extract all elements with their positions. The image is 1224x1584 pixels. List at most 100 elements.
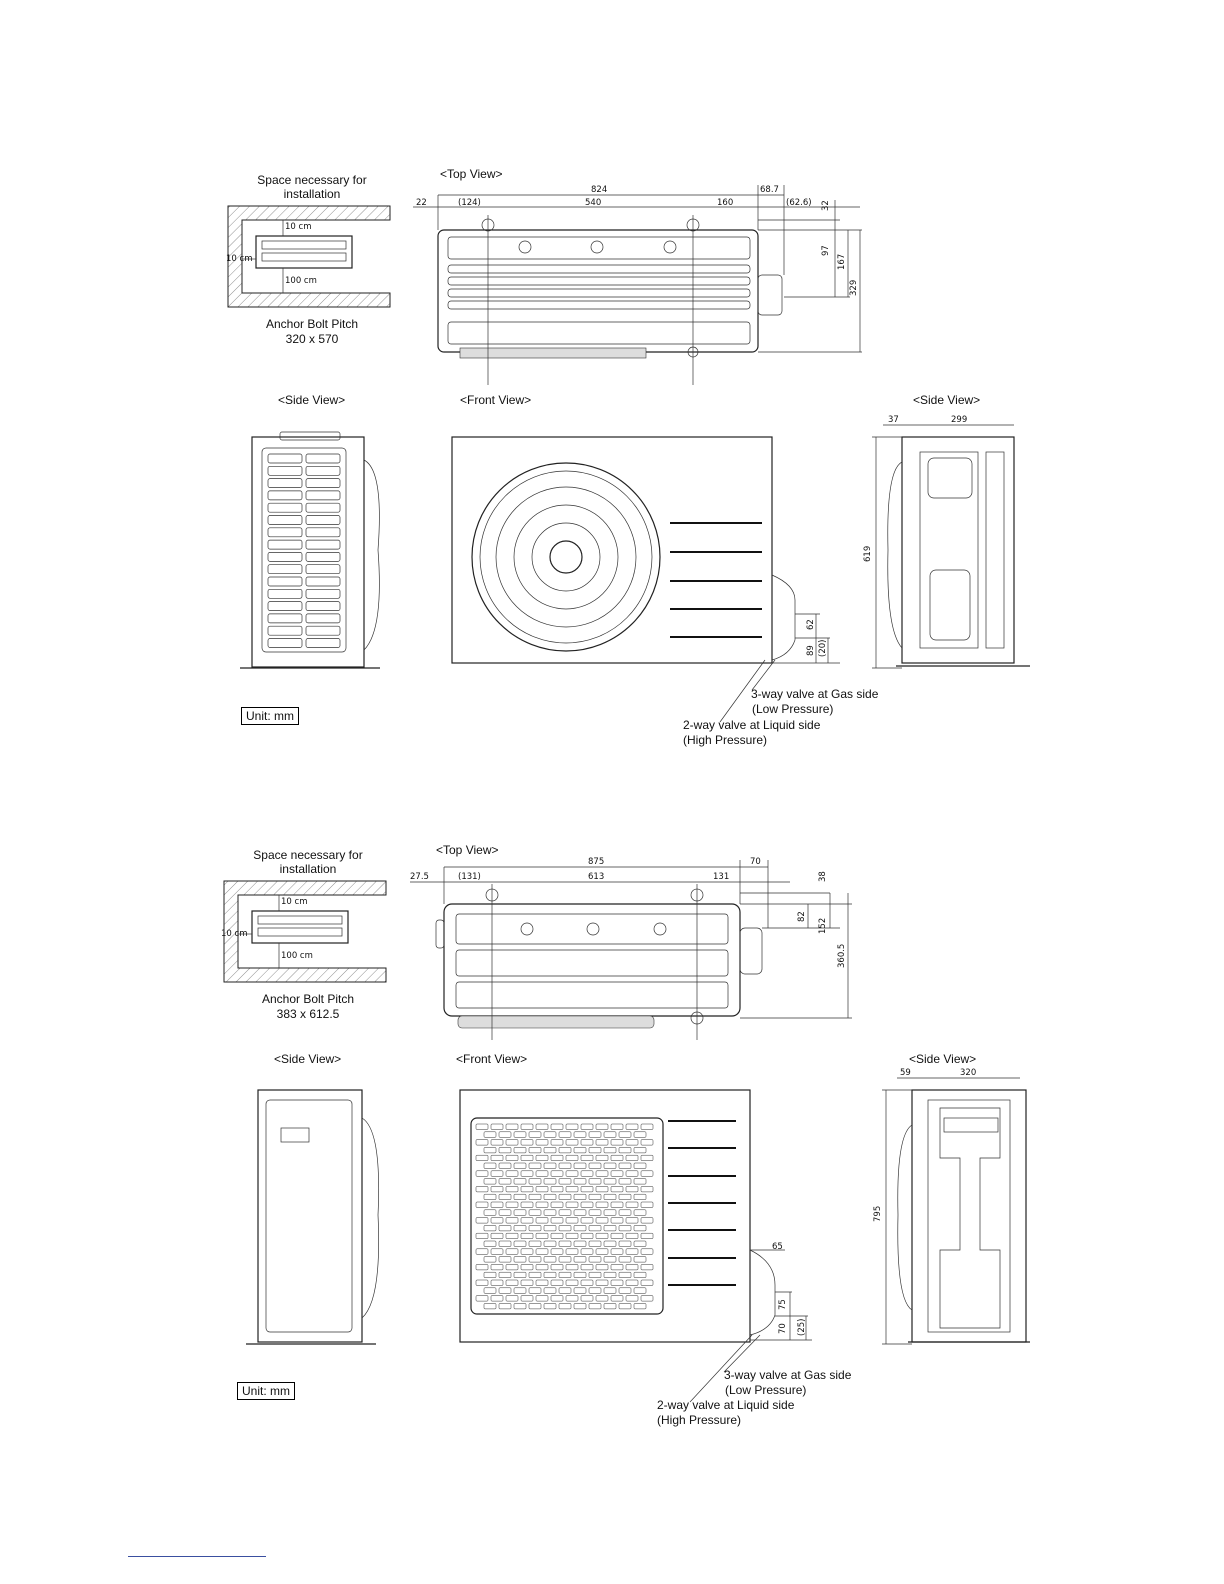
- mesh-cell: [580, 1154, 594, 1161]
- vdim-d-2: 360.5: [837, 943, 847, 968]
- mesh-cell: [490, 1139, 504, 1146]
- mesh-cell: [558, 1240, 572, 1247]
- louvre-slot: [267, 576, 303, 587]
- mesh-cell: [640, 1264, 654, 1271]
- mesh-cell: [603, 1271, 617, 1278]
- front-vdim-c-2: (25): [797, 1318, 807, 1336]
- valve-liquid-label-2: 2-way valve at Liquid side: [657, 1398, 795, 1412]
- dim-right-part-1: 160: [717, 198, 734, 208]
- mesh-cell: [543, 1240, 557, 1247]
- louvre-slot: [305, 625, 341, 636]
- mesh-cell: [633, 1225, 647, 1232]
- side-view-left-label-1: <Side View>: [278, 393, 346, 407]
- mesh-cell: [520, 1217, 534, 1224]
- mesh-cell: [610, 1154, 624, 1161]
- mesh-cell: [573, 1178, 587, 1185]
- top-view-label-2: <Top View>: [436, 843, 499, 857]
- mesh-cell: [558, 1256, 572, 1263]
- front-view-drawing-1: [451, 436, 840, 723]
- mesh-cell: [573, 1287, 587, 1294]
- mesh-cell: [505, 1279, 519, 1286]
- mesh-cell: [543, 1131, 557, 1138]
- mesh-cell: [483, 1225, 497, 1232]
- louvre-slot: [305, 576, 341, 587]
- mesh-cell: [633, 1287, 647, 1294]
- install-space-drawing-2: [223, 880, 387, 983]
- mesh-cell: [573, 1303, 587, 1310]
- mesh-cell: [535, 1264, 549, 1271]
- mesh-cell: [498, 1271, 512, 1278]
- mesh-cell: [580, 1217, 594, 1224]
- mesh-cell: [595, 1232, 609, 1239]
- mesh-cell: [580, 1139, 594, 1146]
- mesh-cell: [558, 1178, 572, 1185]
- mesh-cell: [550, 1295, 564, 1302]
- vdim-b-2: 82: [797, 911, 807, 922]
- mesh-cell: [565, 1201, 579, 1208]
- mesh-cell: [610, 1295, 624, 1302]
- mesh-cell: [588, 1209, 602, 1216]
- mesh-cell: [475, 1264, 489, 1271]
- mesh-cell: [528, 1287, 542, 1294]
- mesh-cell: [550, 1123, 564, 1130]
- side-view-left-drawing-1: [240, 431, 380, 669]
- louvre-slot: [267, 453, 303, 464]
- mesh-cell: [625, 1139, 639, 1146]
- mesh-cell: [535, 1279, 549, 1286]
- mesh-cell: [625, 1201, 639, 1208]
- mesh-cell: [580, 1201, 594, 1208]
- louvre-slot: [267, 515, 303, 525]
- mesh-cell: [505, 1201, 519, 1208]
- louvre-slot: [305, 453, 341, 464]
- dim-right-small-1: (62.6): [786, 198, 812, 208]
- mesh-cell: [588, 1147, 602, 1154]
- louvre-slot: [267, 502, 303, 513]
- mesh-cell: [595, 1186, 609, 1193]
- anchor-value-1: 320 x 570: [285, 332, 339, 346]
- mesh-cell: [580, 1123, 594, 1130]
- mesh-cell: [520, 1264, 534, 1271]
- mesh-cell: [625, 1279, 639, 1286]
- mesh-cell: [595, 1170, 609, 1177]
- mesh-cell: [513, 1178, 527, 1185]
- mesh-cell: [490, 1295, 504, 1302]
- mesh-cell: [513, 1209, 527, 1216]
- mesh-cell: [558, 1147, 572, 1154]
- mesh-cell: [535, 1139, 549, 1146]
- mesh-cell: [640, 1186, 654, 1193]
- louvre-slot: [305, 564, 341, 575]
- mesh-cell: [505, 1248, 519, 1255]
- mesh-cell: [618, 1256, 632, 1263]
- mesh-cell: [505, 1139, 519, 1146]
- mesh-cell: [595, 1295, 609, 1302]
- front-vdim-b-1: 89: [806, 645, 816, 656]
- mesh-cell: [618, 1131, 632, 1138]
- mesh-cell: [625, 1295, 639, 1302]
- mesh-cell: [610, 1170, 624, 1177]
- mesh-cell: [550, 1154, 564, 1161]
- mesh-cell: [588, 1225, 602, 1232]
- mesh-cell: [625, 1186, 639, 1193]
- mesh-cell: [640, 1248, 654, 1255]
- mesh-cell: [543, 1287, 557, 1294]
- side-dim-b-2: 320: [960, 1068, 977, 1078]
- mesh-cell: [528, 1162, 542, 1169]
- louvre-slot: [267, 625, 303, 636]
- mesh-cell: [475, 1295, 489, 1302]
- mesh-cell: [535, 1217, 549, 1224]
- mesh-cell: [490, 1154, 504, 1161]
- front-dim-a-2: 65: [772, 1242, 783, 1252]
- top-view-drawing-2: [410, 860, 852, 1040]
- louvre-slot: [267, 613, 303, 624]
- mesh-cell: [558, 1271, 572, 1278]
- mesh-cell: [595, 1264, 609, 1271]
- mesh-cell: [565, 1186, 579, 1193]
- mesh-cell: [633, 1303, 647, 1310]
- mesh-cell: [520, 1279, 534, 1286]
- mesh-cell: [528, 1303, 542, 1310]
- front-vdim-c-1: (20): [818, 639, 828, 657]
- mesh-cell: [513, 1256, 527, 1263]
- mesh-cell: [483, 1131, 497, 1138]
- mesh-cell: [528, 1147, 542, 1154]
